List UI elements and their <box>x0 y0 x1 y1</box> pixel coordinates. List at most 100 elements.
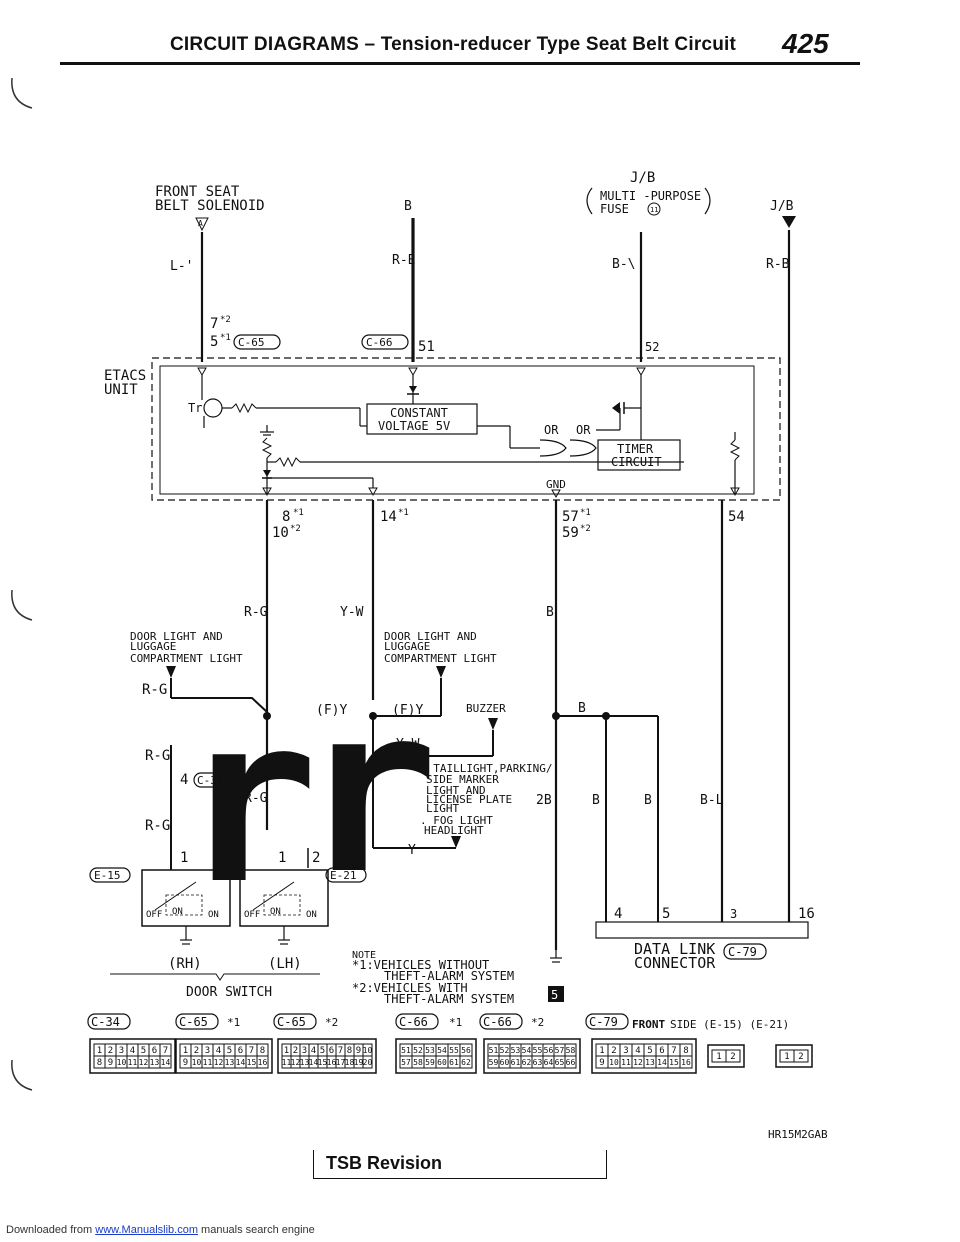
wire-rg3-label: R-G <box>145 748 170 764</box>
connector-pin-number: 11 <box>282 1058 292 1067</box>
connector-pin-number: 15 <box>669 1058 679 1067</box>
connector-pin-number: 4 <box>311 1046 316 1056</box>
tail-2: SIDE MARKER <box>426 773 499 786</box>
connector-pin-number: 1 <box>97 1046 102 1056</box>
wire-yw1-label: Y-W <box>340 605 364 620</box>
pin-8-label: 8 <box>282 509 290 525</box>
wire-b3-label: B <box>578 701 586 716</box>
note-4: *2:VEHICLES WITH <box>352 981 468 995</box>
connector-pin-number: 7 <box>671 1046 676 1056</box>
connector-pin-number: 9 <box>356 1046 361 1056</box>
header-rule <box>60 62 860 65</box>
etacs-label-1: ETACS <box>104 368 146 384</box>
connector-pin-number: 53 <box>511 1046 521 1055</box>
pin-1b-label: 1 <box>278 850 286 866</box>
connector-pin-number: 5 <box>141 1046 146 1056</box>
connector-pin-number: 2 <box>293 1046 298 1056</box>
fy1-label: (F)Y <box>316 703 347 718</box>
connector-pin-number: 56 <box>461 1046 471 1055</box>
connector-pin-number: 2 <box>194 1046 199 1056</box>
connector-pin-number: 59 <box>489 1058 499 1067</box>
pin-52-label: 52 <box>645 340 659 354</box>
bottom-conn-label: *2 <box>531 1016 544 1029</box>
connector-pin-number: 5 <box>647 1046 652 1056</box>
connector-pin-number: 9 <box>108 1058 113 1068</box>
rh-label: (RH) <box>168 956 202 972</box>
connector-pin-number: 15 <box>247 1058 257 1067</box>
big-r-left: r <box>180 668 318 935</box>
connector-pin-number: 10 <box>192 1058 202 1067</box>
wire-l-label: L-' <box>170 259 193 274</box>
connector-pin-number: 10 <box>609 1058 619 1067</box>
fy2-label: (F)Y <box>392 703 423 718</box>
note-2: *1:VEHICLES WITHOUT <box>352 958 489 972</box>
connector-pin-number: 8 <box>97 1058 102 1068</box>
connector-pin-cell <box>256 1055 269 1069</box>
connector-pin-number: 12 <box>291 1058 301 1067</box>
pin-10-label: 10 <box>272 525 289 541</box>
note-5: THEFT-ALARM SYSTEM <box>384 992 514 1006</box>
wire-re-label: R-E <box>392 253 415 268</box>
pin-51-label: 51 <box>418 339 435 355</box>
connector-pin-cell <box>564 1055 577 1069</box>
bottom-conn-label: C-79 <box>589 1015 618 1029</box>
connector-pin-number: 3 <box>623 1046 628 1056</box>
tail-6: . FOG LIGHT <box>420 814 493 827</box>
connector-pin-number: 8 <box>683 1046 688 1056</box>
wire-rg5-label: R-G <box>145 818 170 834</box>
connector-pin-number: 14 <box>161 1058 171 1067</box>
jb-top-label: J/B <box>630 170 655 186</box>
wire-y-label: Y <box>408 843 416 858</box>
connector-pin-number: 7 <box>163 1046 168 1056</box>
bottom-conn-label: *1 <box>449 1016 462 1029</box>
connector-pin-number: 2 <box>798 1052 803 1062</box>
connector-pin-number: 11 <box>128 1058 138 1067</box>
pin-2-label: 2 <box>312 850 320 866</box>
x1-label-c: *1 <box>398 508 409 518</box>
connector-pin-number: 57 <box>555 1046 565 1055</box>
bottom-conn-label: C-66 <box>483 1015 512 1029</box>
connector-pin-number: 61 <box>511 1058 521 1067</box>
connector-housing-c66x1 <box>395 1038 477 1074</box>
sw-on-r: ON <box>306 910 317 920</box>
wire-2b-label: 2B <box>536 793 552 808</box>
connector-pin-number: 7 <box>249 1046 254 1056</box>
connector-housing-e21 <box>775 1044 813 1068</box>
conn-e21-label: E-21 <box>330 869 357 882</box>
connector-pin-number: 7 <box>338 1046 343 1056</box>
front-seat-label-2: BELT SOLENOID <box>155 198 265 214</box>
pin-54-label: 54 <box>728 509 745 525</box>
x2-label-b: *2 <box>290 524 301 534</box>
sw-off-r: OFF <box>244 910 260 920</box>
connector-pin-number: 20 <box>363 1058 373 1067</box>
connector-pin-number: 1 <box>784 1052 789 1062</box>
connector-pin-number: 56 <box>544 1046 554 1055</box>
connector-pin-number: 57 <box>401 1058 411 1067</box>
document-code: HR15M2GAB <box>768 1128 828 1141</box>
connector-pin-number: 8 <box>347 1046 352 1056</box>
connector-housing-e15 <box>707 1044 745 1068</box>
tsb-revision-label: TSB Revision <box>326 1153 443 1173</box>
connector-pin-number: 2 <box>611 1046 616 1056</box>
connector-pin-number: 51 <box>489 1046 499 1055</box>
connector-pin-number: 58 <box>566 1046 576 1055</box>
wire-b1-label: B-\ <box>612 257 635 272</box>
connector-pin-number: 19 <box>354 1058 364 1067</box>
pin-59-label: 59 <box>562 525 579 541</box>
connector-housing-c66x2 <box>483 1038 581 1074</box>
pin-5-label: 5 <box>210 334 218 350</box>
data-link-1: DATA LINK <box>634 940 715 958</box>
connector-pin-cell <box>459 1055 473 1069</box>
constant-v-1: CONSTANT <box>390 406 448 420</box>
connector-pin-number: 10 <box>117 1058 127 1067</box>
door-light-r-1: DOOR LIGHT AND <box>384 630 477 643</box>
connector-housing-c65x1 <box>175 1038 273 1074</box>
connector-pin-cell <box>725 1049 741 1063</box>
door-switch-label: DOOR SWITCH <box>186 985 272 1000</box>
pin-16-label: 16 <box>798 906 815 922</box>
footer: Downloaded from www.Manualslib.com manua… <box>6 1224 315 1236</box>
connector-pin-number: 5 <box>227 1046 232 1056</box>
connector-pin-number: 15 <box>318 1058 328 1067</box>
manualslib-link[interactable]: www.Manualslib.com <box>95 1224 198 1236</box>
gnd-label: GND <box>546 478 566 491</box>
